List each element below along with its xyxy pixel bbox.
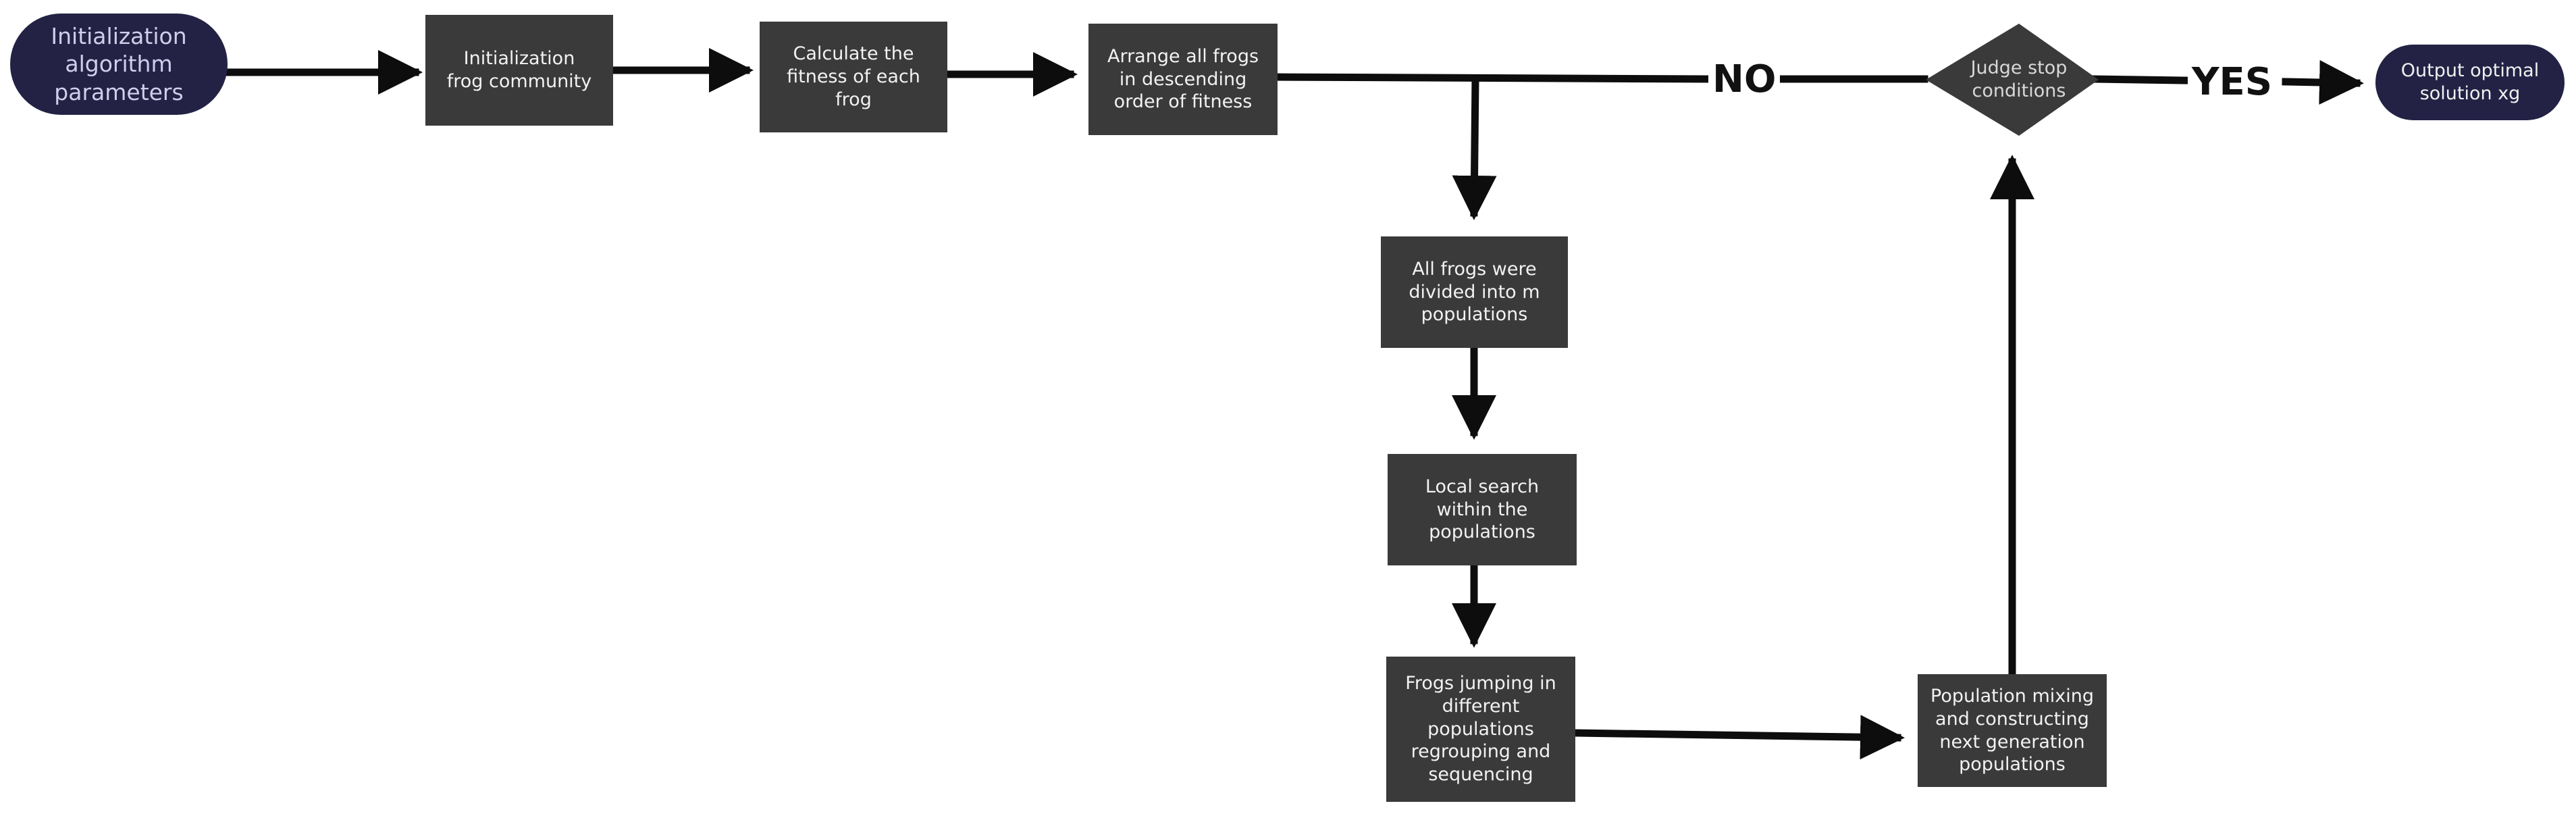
edge-judge-to-yes [2089,75,2188,84]
output-terminal: Output optimal solution xg [2375,45,2565,120]
decision-diamond [1926,24,2099,136]
edge-jumping-to-mixing [1571,715,1905,760]
init-community-box: Initialization frog community [425,15,613,126]
no-label: NO [1708,61,1781,99]
start-terminal: Initialization algorithm parameters [10,14,228,115]
edge-branch-to-divide [1452,76,1497,220]
mixing-box: Population mixing and constructing next … [1918,674,2107,787]
edge-yes-to-output [2282,59,2364,105]
divide-box: All frogs were divided into m population… [1381,236,1568,348]
calc-fitness-box: Calculate the fitness of each frog [760,22,947,132]
local-search-box: Local search within the populations [1388,454,1577,565]
arrange-box: Arrange all frogs in descending order of… [1088,24,1278,135]
yes-label: YES [2188,63,2277,101]
edge-arrange-to-judge-left [1272,73,1709,83]
jumping-box: Frogs jumping in different populations r… [1386,657,1575,802]
judge-stop-label: Judge stop conditions [1970,57,2068,101]
